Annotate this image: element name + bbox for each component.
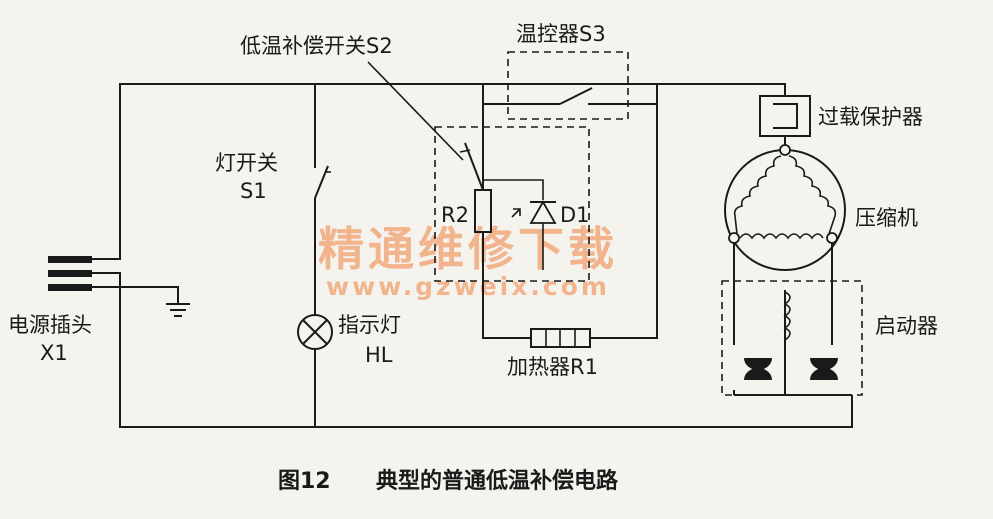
starter-label: 启动器 bbox=[875, 314, 938, 338]
lamp-id: HL bbox=[365, 343, 393, 367]
indicator-lamp-icon bbox=[297, 314, 333, 350]
compressor-icon bbox=[724, 144, 846, 271]
power-plug-x1 bbox=[48, 256, 179, 304]
plug-id: X1 bbox=[40, 341, 68, 365]
lamp-switch-s1 bbox=[314, 165, 331, 199]
starter-relay bbox=[721, 268, 863, 396]
plug-label: 电源插头 bbox=[8, 313, 92, 337]
s1-label: 灯开关 bbox=[215, 151, 278, 175]
main-wiring bbox=[119, 83, 853, 428]
heater-label: 加热器R1 bbox=[507, 355, 598, 379]
resistor-r2 bbox=[474, 189, 492, 233]
compressor-label: 压缩机 bbox=[855, 206, 918, 230]
watermark-text: 精通维修下载 bbox=[318, 222, 618, 276]
overload-label: 过载保护器 bbox=[818, 105, 923, 129]
compensation-switch-s2 bbox=[367, 61, 590, 282]
lamp-label: 指示灯 bbox=[338, 313, 401, 337]
s2-label: 低温补偿开关S2 bbox=[240, 34, 393, 58]
watermark-url: www.gzweix.com bbox=[326, 272, 610, 301]
s1-id: S1 bbox=[240, 179, 267, 203]
diode-d1-icon bbox=[511, 200, 557, 224]
figure-title: 典型的普通低温补偿电路 bbox=[376, 468, 619, 494]
overload-protector-icon bbox=[759, 95, 811, 150]
figure-number: 图12 bbox=[278, 469, 331, 494]
heater-r1-icon bbox=[530, 328, 591, 348]
r2-label: R2 bbox=[441, 203, 469, 227]
ground-icon bbox=[166, 303, 190, 317]
d1-label: D1 bbox=[560, 203, 590, 227]
s3-label: 温控器S3 bbox=[516, 22, 606, 46]
thermostat-s3 bbox=[507, 51, 629, 120]
